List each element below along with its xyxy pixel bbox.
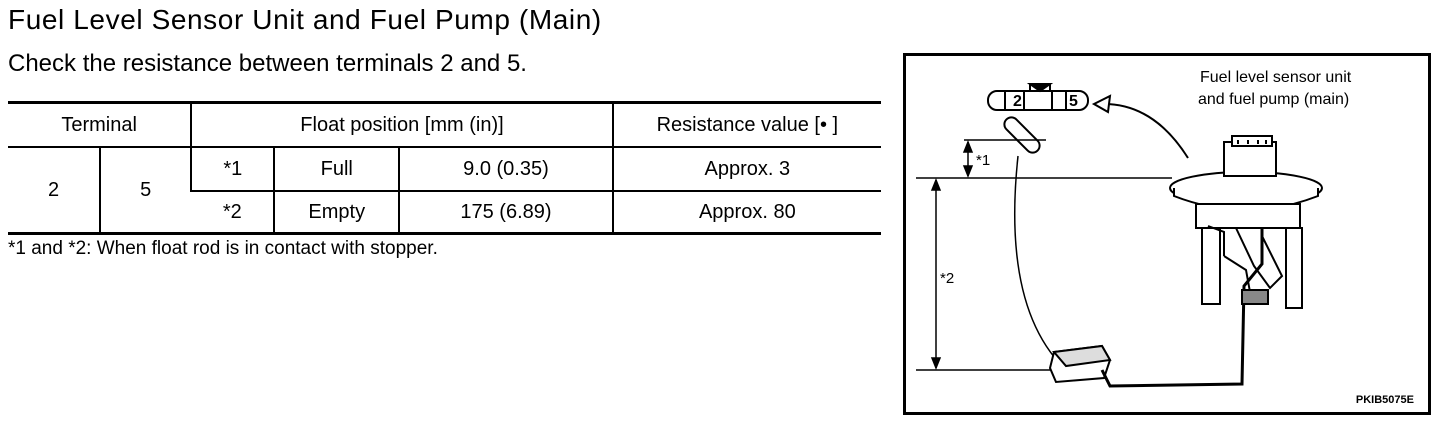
resistance-cell: Approx. 80: [611, 191, 881, 234]
position-cell: Full: [273, 147, 400, 192]
page-title: Fuel Level Sensor Unit and Fuel Pump (Ma…: [8, 4, 602, 35]
measurement-cell: 175 (6.89): [398, 191, 613, 234]
table-row: 2 5 *1 Full 9.0 (0.35) Approx. 3: [8, 147, 881, 234]
float-arc: [1013, 155, 1065, 369]
mark-cell: *1: [190, 147, 275, 192]
terminal-a-cell: 2: [48, 178, 60, 201]
float-rod: [1100, 220, 1264, 388]
fuel-pump-diagram: Fuel level sensor unit and fuel pump (ma…: [903, 53, 1431, 415]
measurement-cell: 9.0 (0.35): [398, 147, 613, 192]
resistance-cell: Approx. 3: [611, 147, 881, 192]
table-row: *2 Empty 175 (6.89) Approx. 80: [8, 191, 881, 234]
arrow-icon: [1103, 103, 1189, 159]
table-header-row: Terminal Float position [mm (in)] Resist…: [8, 102, 881, 148]
instruction-text: Check the resistance between terminals 2…: [8, 50, 527, 77]
footnote: *1 and *2: When float rod is in contact …: [8, 238, 438, 259]
dimension-label-2: *2: [940, 270, 955, 287]
resistance-table: Terminal Float position [mm (in)] Resist…: [8, 101, 881, 235]
connector-terminal-2: 2: [1013, 93, 1022, 110]
figure-caption-line1: Fuel level sensor unit: [1200, 69, 1352, 86]
header-terminal: Terminal: [8, 102, 192, 148]
dimension-lines: [916, 139, 1172, 371]
header-resistance-value: Resistance value [• ]: [611, 102, 881, 148]
terminal-b-cell: 5: [99, 147, 192, 234]
mark-cell: *2: [222, 200, 242, 223]
fuel-pump-unit-icon: [1169, 135, 1323, 309]
position-cell: Empty: [273, 191, 400, 234]
connector-terminal-5: 5: [1069, 93, 1078, 110]
connector-icon: [987, 83, 1089, 111]
arrow-head-icon: [1091, 94, 1112, 114]
figure-caption-line2: and fuel pump (main): [1198, 91, 1350, 108]
float-empty-icon: [1048, 344, 1112, 384]
header-float-position: Float position [mm (in)]: [190, 102, 613, 148]
fuel-pump-illustration: [916, 83, 1323, 388]
float-full-icon: [1003, 116, 1041, 154]
figure-code: PKIB5075E: [1355, 394, 1414, 406]
dimension-label-1: *1: [976, 152, 991, 169]
